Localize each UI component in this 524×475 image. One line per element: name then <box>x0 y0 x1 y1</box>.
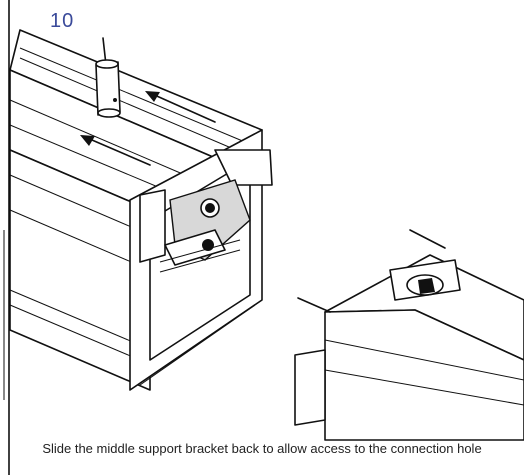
instruction-caption: Slide the middle support bracket back to… <box>42 441 482 456</box>
tool-pin <box>95 37 121 118</box>
step-number: 10 <box>50 10 75 32</box>
middle-support-bracket <box>159 179 251 273</box>
rail-right-profile <box>294 229 524 441</box>
left-edge-line <box>3 0 10 475</box>
slide-arrows <box>80 91 216 166</box>
